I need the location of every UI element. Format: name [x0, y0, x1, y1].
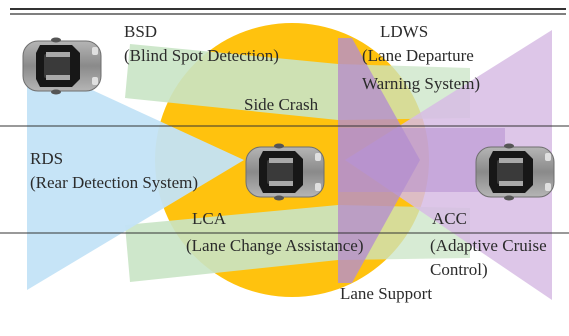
rds-subtitle: (Rear Detection System)	[30, 173, 199, 192]
bsd-subtitle: (Blind Spot Detection)	[124, 46, 279, 65]
lca-subtitle: (Lane Change Assistance)	[186, 236, 364, 255]
lane-support-zone-center	[338, 128, 505, 192]
ldws-subtitle-line2: Warning System)	[362, 74, 481, 93]
acc-subtitle-line1: (Adaptive Cruise	[430, 236, 547, 255]
lca-zone-left	[125, 205, 338, 282]
ldws-subtitle-line1: (Lane Departure	[362, 46, 474, 65]
car-acc-icon	[475, 143, 555, 201]
car-host-icon	[245, 143, 325, 201]
ldws-title: LDWS	[380, 22, 429, 41]
lane-support-label: Lane Support	[340, 284, 433, 303]
bsd-title: BSD	[124, 22, 158, 41]
rds-title: RDS	[30, 149, 64, 168]
lca-title: LCA	[192, 209, 226, 228]
acc-subtitle-line2: Control)	[430, 260, 488, 279]
car-bsd-icon	[22, 37, 102, 95]
acc-title: ACC	[432, 209, 467, 228]
side-crash-label: Side Crash	[244, 95, 319, 114]
bsd-zone-left	[125, 44, 338, 120]
